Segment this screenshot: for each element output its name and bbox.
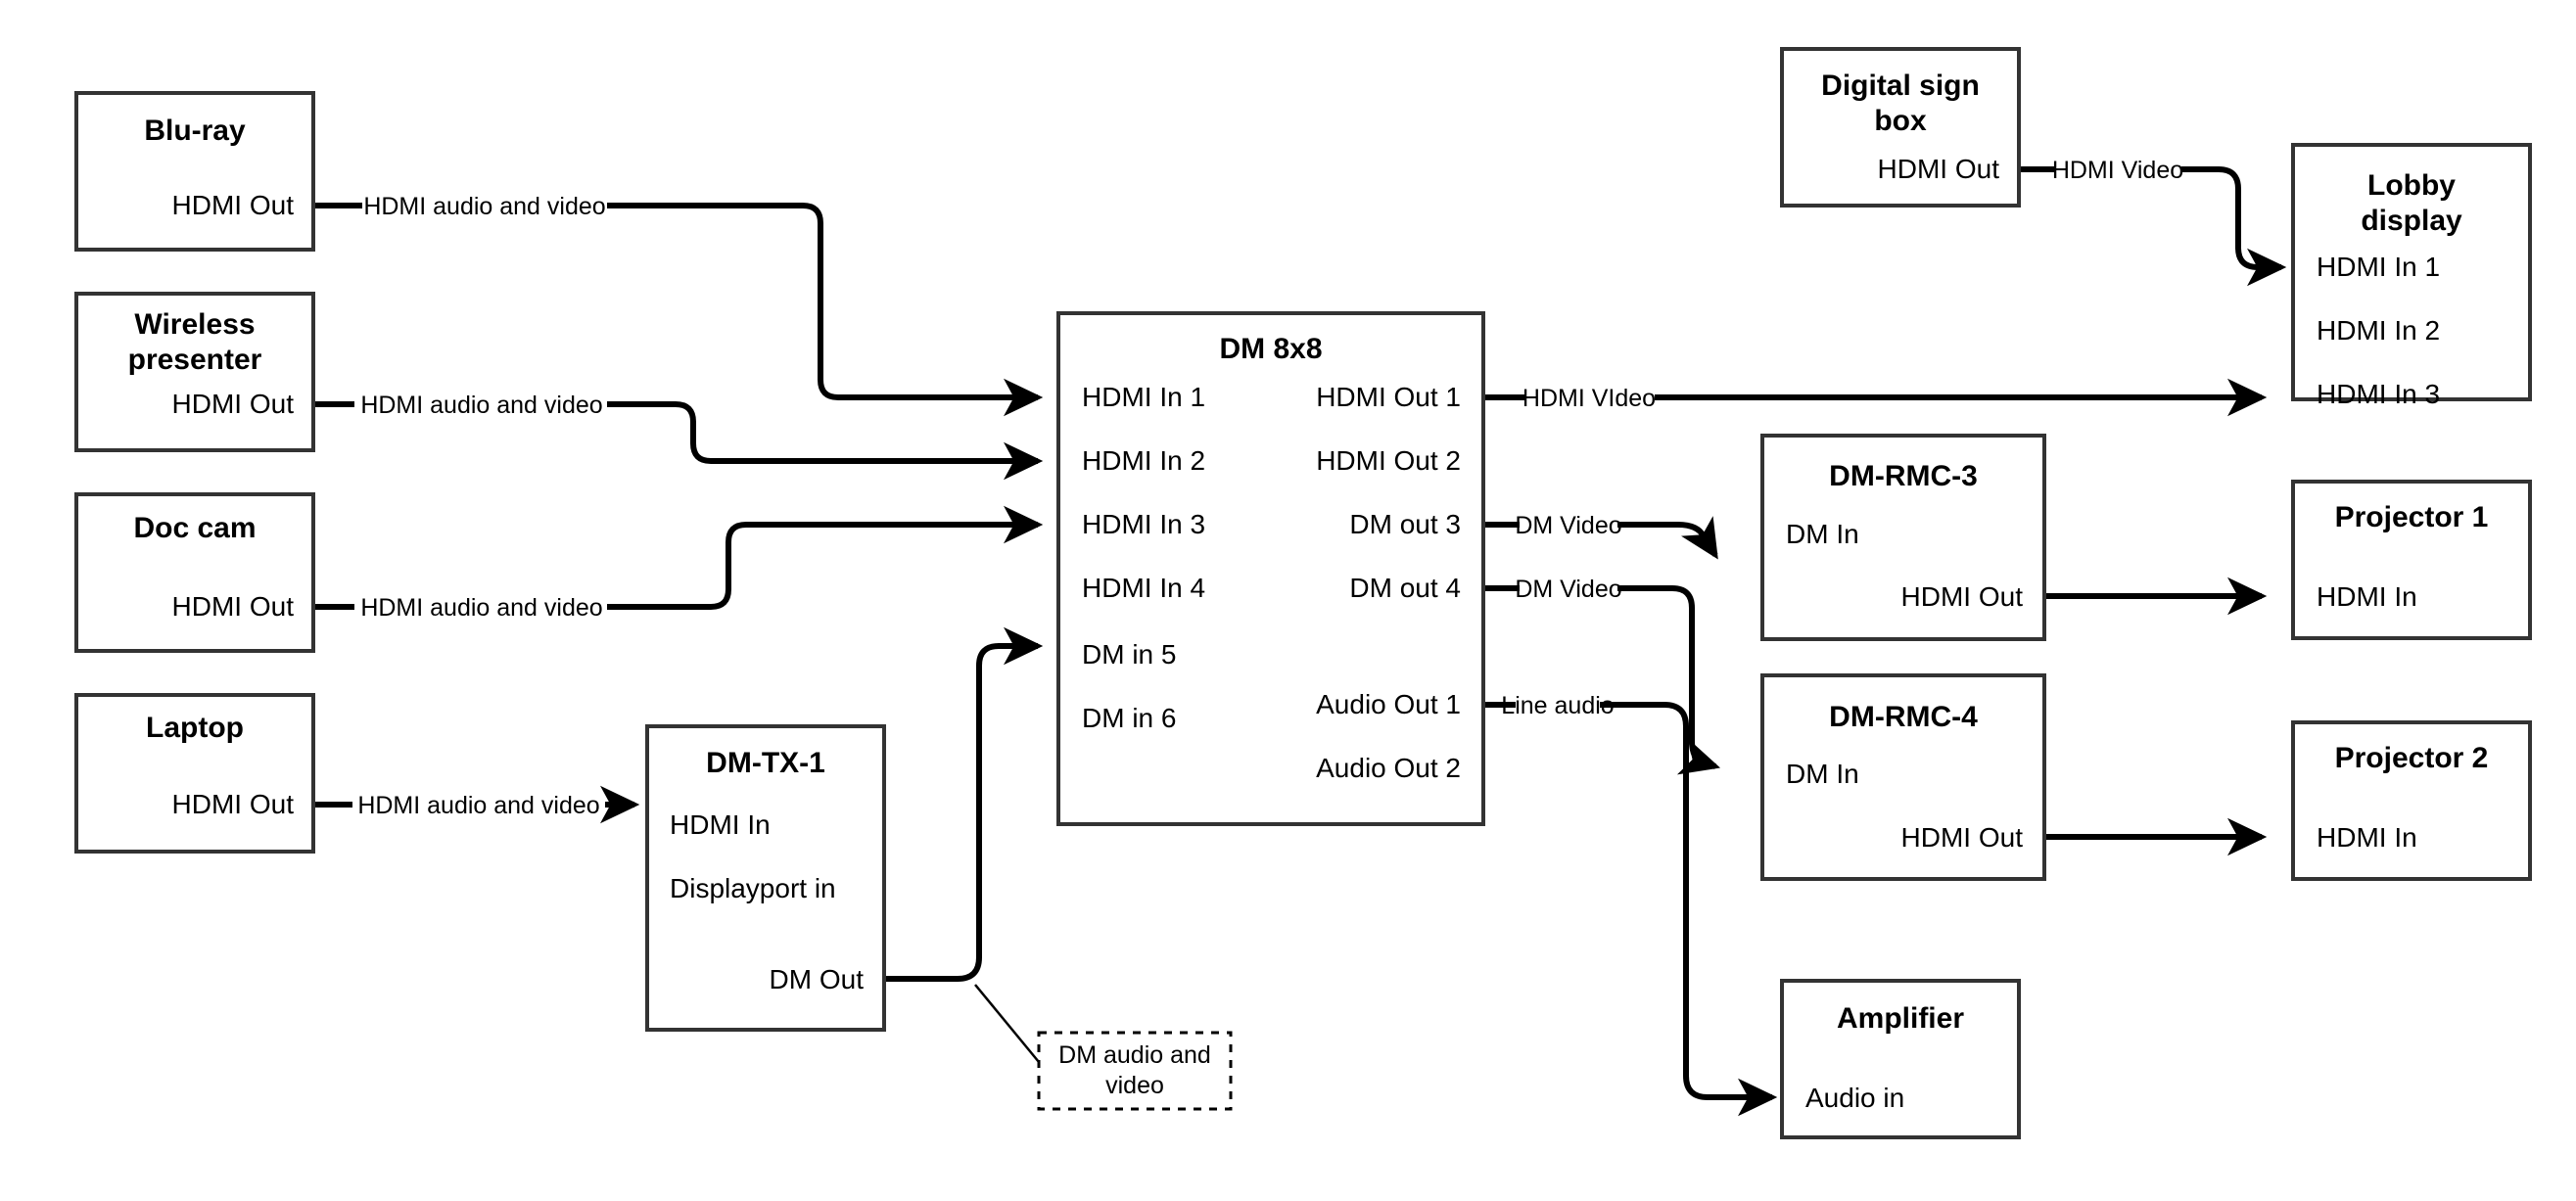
port-dm-8x8-dm-in-5: DM in 5: [1082, 639, 1176, 670]
port-dm-rmc-4-hdmi-out: HDMI Out: [1901, 822, 2024, 853]
node-title-wireless-presenter-line2: presenter: [128, 344, 262, 376]
port-amplifier-audio-in: Audio in: [1805, 1083, 1904, 1113]
port-lobby-display-hdmi-in-2: HDMI In 2: [2317, 315, 2440, 346]
edge-dm-8x8-to-dm-rmc-4: DM Video: [1483, 576, 1721, 775]
port-projector-1-hdmi-in: HDMI In: [2317, 581, 2417, 612]
node-title-wireless-presenter-line1: Wireless: [134, 308, 255, 341]
node-laptop[interactable]: Laptop HDMI Out: [74, 693, 315, 854]
node-title-dm-rmc-4: DM-RMC-4: [1829, 701, 1978, 733]
node-projector-2[interactable]: Projector 2 HDMI In: [2291, 720, 2532, 881]
node-title-lobby-display-line2: display: [2361, 205, 2462, 237]
edge-bluray-to-dm-8x8: HDMI audio and video: [313, 193, 1044, 417]
edge-label-dm-video-out4: DM Video: [1515, 576, 1621, 603]
node-lobby-display[interactable]: Lobby display HDMI In 1 HDMI In 2 HDMI I…: [2291, 143, 2532, 409]
node-dm-rmc-4[interactable]: DM-RMC-4 DM In HDMI Out: [1760, 673, 2046, 881]
edge-dm-8x8-to-lobby-display: HDMI VIdeo: [1483, 378, 2268, 417]
port-dm-tx-1-displayport-in: Displayport in: [670, 873, 836, 903]
port-lobby-display-hdmi-in-1: HDMI In 1: [2317, 252, 2440, 282]
node-bluray[interactable]: Blu-ray HDMI Out: [74, 91, 315, 252]
node-title-digital-sign-box-line1: Digital sign: [1821, 69, 1980, 102]
port-digital-sign-box-hdmi-out: HDMI Out: [1878, 154, 2000, 184]
node-title-digital-sign-box-line2: box: [1874, 105, 1927, 137]
port-lobby-display-hdmi-in-3: HDMI In 3: [2317, 379, 2440, 409]
callout-dm-audio-and-video: DM audio and video: [1037, 1031, 1233, 1111]
port-dm-rmc-3-hdmi-out: HDMI Out: [1901, 581, 2024, 612]
edge-wireless-to-dm-8x8: HDMI audio and video: [313, 392, 1044, 481]
port-dm-8x8-hdmi-in-4: HDMI In 4: [1082, 573, 1205, 603]
edge-laptop-to-dm-tx-1: HDMI audio and video: [313, 785, 640, 824]
port-dm-8x8-hdmi-out-2: HDMI Out 2: [1316, 445, 1461, 476]
port-dm-8x8-dm-in-6: DM in 6: [1082, 703, 1176, 733]
callout-text-line2: video: [1105, 1072, 1164, 1099]
edge-dm-tx-1-to-dm-8x8: [884, 626, 1044, 1063]
port-doc-cam-hdmi-out: HDMI Out: [172, 591, 295, 622]
edge-label-dm-video-out3: DM Video: [1515, 512, 1621, 539]
node-title-projector-1: Projector 1: [2335, 501, 2489, 533]
edge-label-doccam: HDMI audio and video: [360, 594, 602, 622]
node-doc-cam[interactable]: Doc cam HDMI Out: [74, 492, 315, 653]
node-title-amplifier: Amplifier: [1837, 1002, 1964, 1035]
port-dm-8x8-audio-out-1: Audio Out 1: [1316, 689, 1461, 719]
node-title-bluray: Blu-ray: [144, 115, 246, 147]
port-dm-rmc-3-dm-in: DM In: [1786, 519, 1859, 549]
port-laptop-hdmi-out: HDMI Out: [172, 789, 295, 819]
edge-label-wireless: HDMI audio and video: [360, 392, 602, 419]
node-title-projector-2: Projector 2: [2335, 742, 2489, 774]
node-title-laptop: Laptop: [146, 712, 244, 744]
edge-label-line-audio: Line audio: [1501, 692, 1614, 719]
node-title-lobby-display-line1: Lobby: [2367, 169, 2456, 202]
node-dm-tx-1[interactable]: DM-TX-1 HDMI In Displayport in DM Out: [645, 724, 886, 1032]
node-wireless-presenter[interactable]: Wireless presenter HDMI Out: [74, 292, 315, 452]
port-dm-8x8-dm-out-3: DM out 3: [1349, 509, 1461, 539]
port-projector-2-hdmi-in: HDMI In: [2317, 822, 2417, 853]
edge-label-bluray: HDMI audio and video: [363, 193, 605, 220]
port-dm-8x8-dm-out-4: DM out 4: [1349, 573, 1461, 603]
edge-dm-8x8-to-dm-rmc-3: DM Video: [1483, 512, 1718, 560]
node-dm-8x8[interactable]: DM 8x8 HDMI In 1 HDMI In 2 HDMI In 3 HDM…: [1056, 311, 1485, 826]
node-dm-rmc-3[interactable]: DM-RMC-3 DM In HDMI Out: [1760, 434, 2046, 641]
node-amplifier[interactable]: Amplifier Audio in: [1780, 979, 2021, 1139]
port-wireless-presenter-hdmi-out: HDMI Out: [172, 389, 295, 419]
callout-text-line1: DM audio and: [1058, 1041, 1211, 1069]
node-title-doc-cam: Doc cam: [133, 512, 256, 544]
port-dm-8x8-audio-out-2: Audio Out 2: [1316, 753, 1461, 783]
edge-label-hdmi-video-sign: HDMI Video: [2052, 157, 2183, 184]
edge-dm-8x8-to-amplifier: Line audio: [1483, 692, 1778, 1117]
port-dm-8x8-hdmi-in-2: HDMI In 2: [1082, 445, 1205, 476]
node-digital-sign-box[interactable]: Digital sign box HDMI Out: [1780, 47, 2021, 208]
edge-label-laptop: HDMI audio and video: [357, 792, 599, 819]
node-title-dm-rmc-3: DM-RMC-3: [1829, 460, 1978, 492]
edge-doccam-to-dm-8x8: HDMI audio and video: [313, 505, 1044, 622]
node-title-dm-8x8: DM 8x8: [1219, 333, 1322, 365]
node-projector-1[interactable]: Projector 1 HDMI In: [2291, 480, 2532, 640]
port-dm-8x8-hdmi-in-3: HDMI In 3: [1082, 509, 1205, 539]
port-dm-8x8-hdmi-out-1: HDMI Out 1: [1316, 382, 1461, 412]
port-bluray-hdmi-out: HDMI Out: [172, 190, 295, 220]
port-dm-8x8-hdmi-in-1: HDMI In 1: [1082, 382, 1205, 412]
edge-label-hdmi-video-out1: HDMI VIdeo: [1522, 385, 1656, 412]
port-dm-tx-1-dm-out: DM Out: [770, 964, 865, 994]
node-title-dm-tx-1: DM-TX-1: [706, 747, 825, 779]
edge-digital-sign-box-to-lobby-display: HDMI Video: [2017, 157, 2287, 287]
port-dm-tx-1-hdmi-in: HDMI In: [670, 809, 771, 840]
port-dm-rmc-4-dm-in: DM In: [1786, 759, 1859, 789]
